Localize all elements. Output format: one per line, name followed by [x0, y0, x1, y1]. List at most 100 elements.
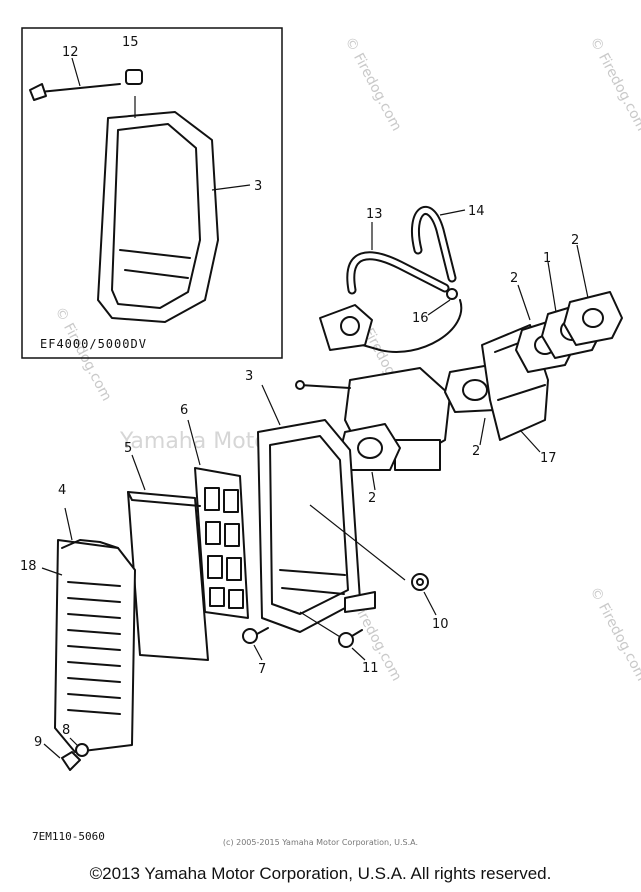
- case-3-inner: [269, 435, 349, 615]
- watermark-firedog-5: © Firedog.com: [586, 584, 641, 683]
- inset-rod: [39, 83, 121, 93]
- element-5-pad: [127, 491, 209, 661]
- label-13: 13: [366, 207, 383, 222]
- washer-8: [75, 743, 89, 757]
- carburetor-assembly: [295, 244, 623, 491]
- label-7: 7: [258, 662, 266, 677]
- cover-4-slot-5: [67, 645, 121, 651]
- wing-nut-9: [61, 751, 81, 771]
- inset-leader-12: [71, 57, 81, 87]
- inset-label-12: 12: [62, 45, 79, 60]
- hose-14-inner: [412, 207, 455, 281]
- label-3: 3: [245, 369, 253, 384]
- leader-7: [253, 644, 263, 661]
- small-copyright: (c) 2005-2015 Yamaha Motor Corporation, …: [222, 838, 419, 847]
- fuel-cock: [319, 304, 373, 351]
- bolt-7-shank: [256, 627, 269, 635]
- leader-18: [41, 567, 63, 576]
- cover-4-slot-7: [67, 677, 121, 683]
- watermark-firedog-4: © Firedog.com: [51, 304, 114, 403]
- label-4: 4: [58, 483, 66, 498]
- cover-4-slot-2: [67, 597, 121, 603]
- inset-label-15: 15: [122, 35, 139, 50]
- leader-2-a: [517, 284, 531, 321]
- leader-2-b: [576, 244, 589, 299]
- inset-case-rib-2: [124, 269, 189, 279]
- label-16: 16: [412, 311, 429, 326]
- leader-2-d: [371, 471, 376, 491]
- case-3-rib: [279, 569, 346, 576]
- label-18: 18: [20, 559, 37, 574]
- hose-13-inner: [348, 253, 448, 293]
- label-1: 1: [543, 251, 551, 266]
- inset-ef4000-5000dv: 12 15 3 EF4000/5000DV: [21, 27, 283, 359]
- bolt-axis-line-2: [299, 611, 346, 641]
- element-6-cell-4: [224, 523, 240, 547]
- callout-labels: 2 1 2 13 14 16 3 6 5 2 2 17 4 18 10 7 11…: [20, 204, 579, 750]
- leader-16: [427, 299, 451, 316]
- carburetor-stud: [299, 384, 351, 389]
- label-10: 10: [432, 617, 449, 632]
- element-5: [127, 454, 209, 661]
- inset-leader-3: [211, 184, 251, 191]
- leader-6: [187, 419, 201, 466]
- leader-5: [131, 454, 146, 491]
- inset-border: [21, 27, 283, 359]
- leader-1: [547, 261, 557, 313]
- label-9: 9: [34, 735, 42, 750]
- label-8: 8: [62, 723, 70, 738]
- nut-10: [411, 573, 429, 591]
- inset-nut: [125, 69, 143, 85]
- leader-3: [261, 384, 281, 426]
- leader-11: [351, 647, 366, 661]
- element-5-edge: [127, 491, 201, 507]
- label-6: 6: [180, 403, 188, 418]
- element-6: [187, 419, 249, 619]
- hardware: [43, 573, 437, 771]
- label-2-upper-left: 2: [510, 271, 518, 286]
- hoses: [319, 205, 466, 353]
- cover-4-slot-3: [67, 613, 121, 619]
- cover-4-slot-1: [67, 581, 121, 587]
- leader-9: [43, 743, 61, 759]
- hose-13: [346, 251, 450, 295]
- leader-2-c: [479, 417, 486, 446]
- label-2-lower: 2: [368, 491, 376, 506]
- case-3-bracket: [344, 591, 376, 613]
- element-6-cell-7: [209, 587, 225, 607]
- joint-17-edge-2: [497, 384, 546, 401]
- bolt-11-shank: [351, 629, 363, 637]
- element-6-cell-2: [223, 489, 239, 513]
- inset-rod-head: [29, 83, 47, 101]
- copyright-notice: ©2013 Yamaha Motor Corporation, U.S.A. A…: [89, 864, 552, 883]
- label-17: 17: [540, 451, 557, 466]
- leader-17: [519, 429, 541, 453]
- bolt-11: [338, 632, 354, 648]
- leader-8: [69, 737, 79, 747]
- bolt-axis-line: [309, 504, 406, 581]
- cover-4: [41, 507, 136, 753]
- hose-16: [344, 299, 463, 353]
- diagram-code: 7EM110-5060: [32, 830, 105, 843]
- label-2-upper-right: 2: [571, 233, 579, 248]
- gasket-2-upper-right-hole: [582, 308, 604, 328]
- cover-4-top: [61, 539, 119, 549]
- cover-4-slot-6: [67, 661, 121, 667]
- case-3-rib-2: [281, 587, 345, 595]
- element-6-cell-3: [205, 521, 221, 545]
- cover-4-slot-8: [67, 693, 121, 699]
- inset-case-rib: [119, 249, 191, 259]
- inset-case-inner: [111, 123, 201, 309]
- label-14: 14: [468, 204, 485, 219]
- label-2-mid: 2: [472, 444, 480, 459]
- bolt-7: [242, 628, 258, 644]
- carburetor-stud-end: [295, 380, 305, 390]
- cover-4-slot-9: [67, 709, 121, 715]
- label-11: 11: [362, 661, 379, 676]
- inset-label-3: 3: [254, 179, 262, 194]
- carburetor-body: [394, 439, 441, 471]
- watermark-firedog-2: © Firedog.com: [586, 34, 641, 133]
- leader-4: [64, 507, 73, 541]
- leader-10: [423, 591, 437, 616]
